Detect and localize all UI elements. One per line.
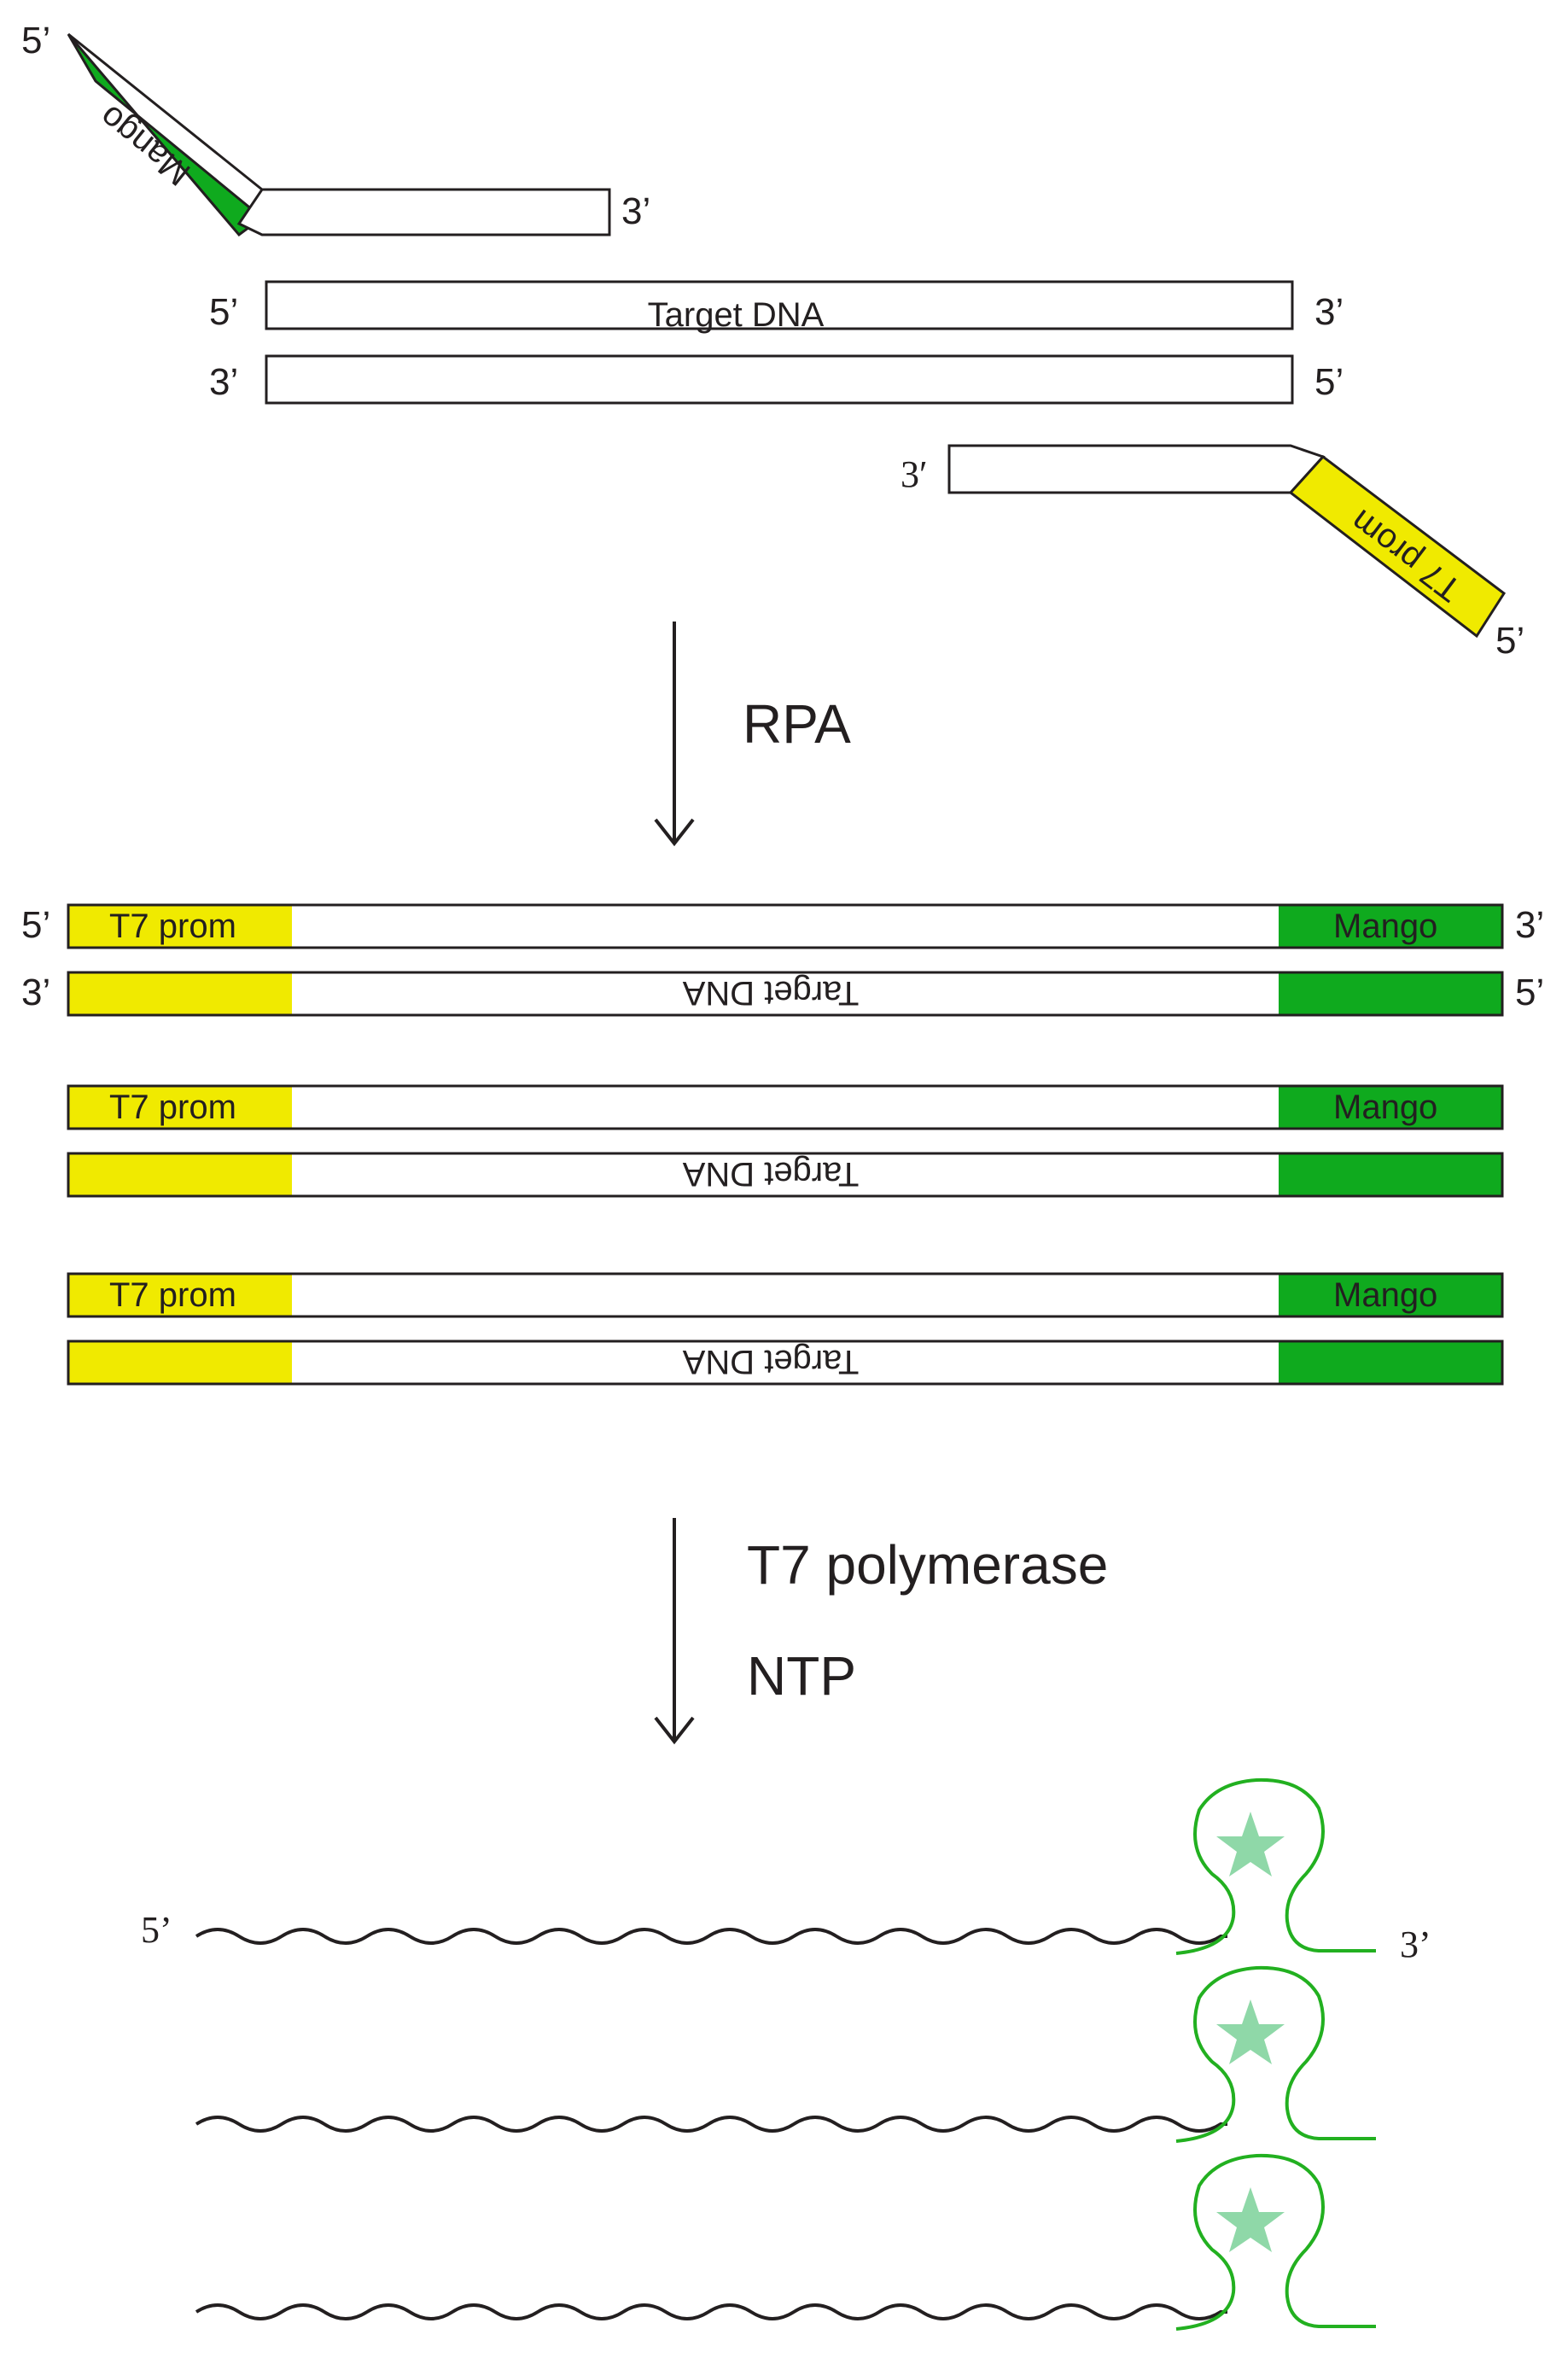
target-top-5-end: 5’ — [209, 291, 238, 333]
reverse-primer-3-end: 3′ — [901, 453, 928, 495]
target-top-strand — [265, 280, 1294, 330]
amplicon-1-bottom-strand — [67, 971, 1504, 1017]
ntp-label: NTP — [747, 1645, 856, 1707]
amplicon-3-top-strand — [67, 1272, 1504, 1318]
rna-3-end: 3’ — [1400, 1923, 1431, 1965]
amplicon-2-target-label: Target DNA — [682, 1155, 859, 1193]
arrow-down-icon — [654, 1518, 695, 1745]
amplicon-pair-3: T7 prom Mango Target DNA — [67, 1272, 1504, 1386]
rpa-label: RPA — [743, 693, 851, 755]
amplicon-2-t7-label: T7 prom — [109, 1089, 236, 1126]
amplicon-1-mango-label: Mango — [1333, 908, 1437, 945]
amplicon-1-target-label: Target DNA — [682, 974, 859, 1012]
amplicon-1-top-3-end: 3’ — [1515, 904, 1544, 946]
target-dna-label: Target DNA — [648, 296, 825, 334]
forward-primer-mango-tail — [67, 33, 265, 237]
target-bottom-3-end: 3’ — [209, 361, 238, 403]
reverse-primer-5-end: 5’ — [1495, 620, 1524, 662]
amplicon-1-t7-label: T7 prom — [109, 908, 236, 945]
mango-aptamer-loop — [1175, 1777, 1376, 1955]
star-icon — [1216, 1812, 1285, 1877]
reverse-primer-body — [947, 444, 1326, 494]
forward-primer-5-end: 5’ — [21, 20, 50, 61]
mango-aptamer-loop — [1175, 1965, 1376, 2143]
rna-wave — [195, 2303, 1227, 2320]
rna-5-end: 5’ — [141, 1909, 172, 1951]
target-bottom-5-end: 5’ — [1314, 361, 1344, 403]
reverse-primer-t7-tail — [1288, 454, 1507, 639]
forward-primer-body — [236, 188, 611, 236]
amplicon-1-bottom-3-end: 3’ — [21, 972, 50, 1013]
rna-transcript — [195, 1965, 1376, 2143]
forward-primer-3-end: 3’ — [621, 190, 650, 232]
forward-primer: Mango 5’ 3’ — [21, 20, 650, 237]
transcription-step: T7 polymerase NTP — [654, 1518, 1108, 1745]
mango-aptamer-loop — [1175, 2153, 1376, 2331]
rna-transcript — [195, 2153, 1376, 2331]
rna-wave — [195, 1928, 1227, 1945]
target-top-3-end: 3’ — [1314, 291, 1344, 333]
amplicon-pair-1: T7 prom Mango Target DNA 5’ 3’ 3’ 5’ — [21, 903, 1544, 1017]
target-dna-duplex: Target DNA 5’ 3’ 3’ 5’ — [209, 280, 1344, 405]
amplicon-1-top-strand — [67, 903, 1504, 949]
target-bottom-strand — [265, 354, 1294, 405]
amplicon-1-top-5-end: 5’ — [21, 904, 50, 946]
arrow-down-icon — [654, 622, 695, 847]
rpa-step: RPA — [654, 622, 851, 847]
star-icon — [1216, 2187, 1285, 2252]
amplicon-3-bottom-strand — [67, 1340, 1504, 1386]
reverse-primer: T7 prom 3′ 5’ — [901, 444, 1524, 662]
amplicon-3-t7-label: T7 prom — [109, 1276, 236, 1314]
rna-transcripts: 5’ 3’ — [141, 1777, 1431, 2331]
amplicon-2-bottom-strand — [67, 1152, 1504, 1198]
amplicon-2-mango-label: Mango — [1333, 1089, 1437, 1126]
rna-transcript — [195, 1777, 1376, 1955]
star-icon — [1216, 1999, 1285, 2064]
amplicon-1-bottom-5-end: 5’ — [1515, 972, 1544, 1013]
amplicon-3-mango-label: Mango — [1333, 1276, 1437, 1314]
forward-primer-label: Mango — [92, 98, 197, 193]
amplicon-pair-2: T7 prom Mango Target DNA — [67, 1084, 1504, 1198]
amplicon-3-target-label: Target DNA — [682, 1343, 859, 1380]
rna-wave — [195, 2116, 1227, 2133]
amplicon-2-top-strand — [67, 1084, 1504, 1130]
t7-polymerase-label: T7 polymerase — [747, 1534, 1108, 1596]
amplicon-group: T7 prom Mango Target DNA 5’ 3’ 3’ 5’ T7 … — [21, 903, 1544, 1386]
